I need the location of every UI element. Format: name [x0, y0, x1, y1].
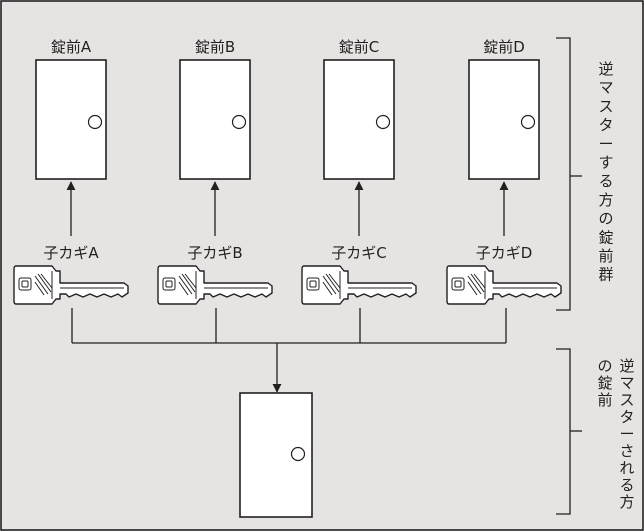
lock-group-b: 錠前B 子カギB	[157, 38, 273, 305]
vertical-label-char: ス	[598, 97, 613, 115]
vertical-label-char: の	[597, 357, 612, 375]
vertical-label-char: す	[598, 154, 613, 172]
key-icon	[157, 265, 273, 305]
key-label-b: 子カギB	[187, 244, 242, 262]
vertical-label-char: 逆	[619, 357, 634, 375]
vertical-label-char: ー	[598, 135, 613, 153]
upper-group-bracket	[556, 37, 582, 311]
key-label-d: 子カギD	[476, 244, 533, 262]
vertical-label-char: タ	[619, 408, 634, 426]
vertical-label-char: の	[598, 210, 613, 228]
vertical-label-char: る	[619, 476, 634, 494]
lock-group-d: 錠前D 子カギD	[446, 38, 562, 305]
master-lock	[239, 392, 313, 518]
keyhole-icon	[87, 114, 103, 130]
vertical-label-char: タ	[598, 116, 613, 134]
key-icon	[301, 265, 417, 305]
vertical-label-char: ス	[619, 391, 634, 409]
lock-label-b: 錠前B	[195, 38, 235, 56]
vertical-label-char: ー	[619, 425, 634, 443]
key-connector-lines	[71, 308, 507, 393]
vertical-label-char: 錠	[598, 228, 613, 246]
vertical-label-char: マ	[619, 374, 634, 392]
vertical-label-char: る	[598, 172, 613, 190]
vertical-label-char: 逆	[598, 60, 613, 78]
lock-group-a: 錠前A 子カギA	[13, 38, 129, 305]
keyhole-icon	[375, 114, 391, 130]
lower-group-label-col2: の錠前	[597, 357, 612, 409]
vertical-label-char: マ	[598, 79, 613, 97]
vertical-label-char: 錠	[597, 374, 612, 392]
key-icon	[446, 265, 562, 305]
vertical-label-char: 群	[598, 266, 613, 284]
key-label-c: 子カギC	[331, 244, 386, 262]
lock-label-c: 錠前C	[339, 38, 379, 56]
vertical-label-char: さ	[619, 442, 634, 460]
lock-label-d: 錠前D	[483, 38, 525, 56]
keyhole-icon	[520, 114, 536, 130]
key-label-a: 子カギA	[43, 244, 99, 262]
vertical-label-char: 方	[619, 493, 634, 511]
keyhole-icon	[231, 114, 247, 130]
lock-label-a: 錠前A	[51, 38, 92, 56]
vertical-label-char: 前	[597, 391, 612, 409]
vertical-label-char: 方	[598, 191, 613, 209]
vertical-label-char: れ	[619, 459, 634, 477]
vertical-label-char: 前	[598, 247, 613, 265]
lock-group-c: 錠前C 子カギC	[301, 38, 417, 305]
lower-group-bracket	[556, 348, 582, 515]
key-icon	[13, 265, 129, 305]
master-lock-keyhole-icon	[290, 446, 306, 462]
